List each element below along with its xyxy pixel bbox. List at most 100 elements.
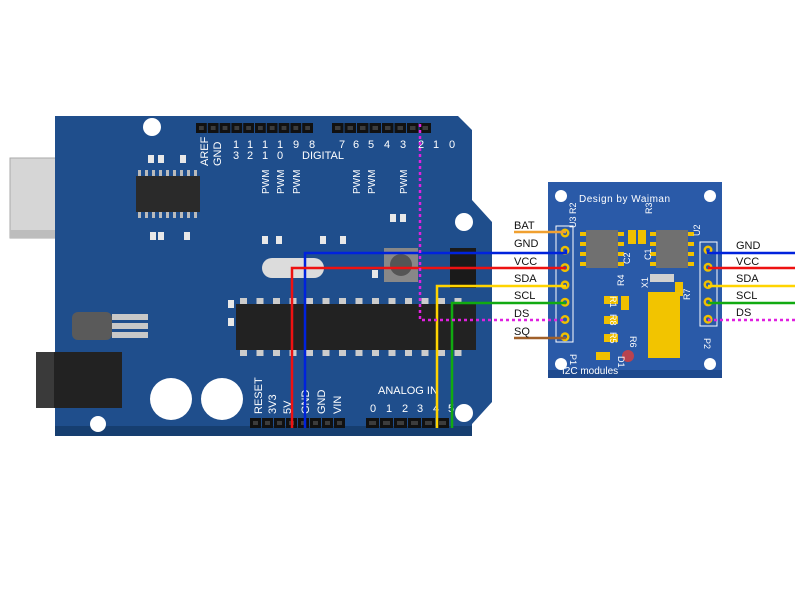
module-hole xyxy=(704,190,716,202)
battery-holder xyxy=(648,292,680,358)
digital-pin-label: 4 xyxy=(384,139,390,151)
component-label-r1: R1 xyxy=(608,296,618,308)
analog-pin-label: 1 xyxy=(386,403,392,415)
left-pin-label: VCC xyxy=(514,256,537,268)
gnd-top-label: GND xyxy=(212,142,224,167)
wire-right-gnd xyxy=(706,250,795,255)
component-label-r8: R8 xyxy=(608,314,618,326)
module-hole xyxy=(704,358,716,370)
mount-hole xyxy=(455,404,473,422)
smd-parts xyxy=(148,155,406,326)
component-label-c2: C2 xyxy=(622,252,632,264)
pwm-label: PWM xyxy=(352,170,363,194)
digital-pin-label: 1 xyxy=(277,139,283,151)
reset-button-cap xyxy=(390,254,412,276)
component-label-r7: R7 xyxy=(682,288,692,300)
capacitor xyxy=(201,378,243,420)
digital-pin-label: 5 xyxy=(368,139,374,151)
mount-hole xyxy=(455,213,473,231)
component-label-c1: C1 xyxy=(643,248,653,260)
regulator-tab xyxy=(112,314,148,320)
ic-chip-u3 xyxy=(586,230,618,268)
mount-hole xyxy=(143,118,161,136)
digital-pin-label: 0 xyxy=(277,150,283,162)
component-label-x1: X1 xyxy=(640,277,650,288)
pwm-label: PWM xyxy=(276,170,287,194)
component-label-r3: R3 xyxy=(644,202,654,214)
regulator-tab xyxy=(112,323,148,329)
digital-pin-label: 1 xyxy=(233,139,239,151)
module-hole xyxy=(555,190,567,202)
arduino-board-shade xyxy=(55,426,472,436)
power-pin-label: GND xyxy=(316,390,328,415)
p2-header-outline xyxy=(699,241,718,327)
digital-pin-label: 3 xyxy=(400,139,406,151)
right-pin-label: GND xyxy=(736,240,761,252)
component-label-d1: D1 xyxy=(616,356,626,368)
analog-pin-label: 2 xyxy=(402,403,408,415)
power-pin-label: 3V3 xyxy=(267,394,279,414)
left-pin-label: DS xyxy=(514,308,529,320)
regulator-tab xyxy=(112,332,148,338)
pwm-label: PWM xyxy=(261,170,272,194)
digital-pin-label: 1 xyxy=(262,139,268,151)
right-pin-label: SCL xyxy=(736,290,757,302)
wire-gnd xyxy=(303,250,568,428)
digital-pin-label: 7 xyxy=(339,139,345,151)
u3-label: U3 xyxy=(568,216,578,228)
wires xyxy=(290,124,795,428)
digital-pin-label: 2 xyxy=(247,150,253,162)
dc-power-jack-front xyxy=(36,352,54,408)
power-pin-label: RESET xyxy=(253,377,265,414)
p2-label: P2 xyxy=(702,338,712,349)
component-label-r4: R4 xyxy=(616,274,626,286)
p1-label: P1 xyxy=(568,354,578,365)
digital-pin-label: 1 xyxy=(247,139,253,151)
mount-hole xyxy=(90,416,106,432)
digital-pin-label: 1 xyxy=(433,139,439,151)
pwm-label: PWM xyxy=(292,170,303,194)
component-label-r6: R6 xyxy=(628,336,638,348)
digital-pin-label: 0 xyxy=(449,139,455,151)
right-pin-label: VCC xyxy=(736,256,759,268)
aref-label: AREF xyxy=(199,136,211,166)
digital-pin-label: 6 xyxy=(353,139,359,151)
left-pin-label: SQ xyxy=(514,326,530,338)
digital-pin-label: 3 xyxy=(233,150,239,162)
capacitor xyxy=(150,378,192,420)
module-header-text: Design by Waiman xyxy=(579,194,671,205)
crystal-x1 xyxy=(650,274,674,282)
left-pin-label: BAT xyxy=(514,220,535,232)
right-pin-label: DS xyxy=(736,307,751,319)
component-label-r5: R5 xyxy=(608,332,618,344)
ic-chip-pads xyxy=(580,232,694,266)
u2-label: U2 xyxy=(692,224,702,236)
analog-title: ANALOG IN xyxy=(378,385,438,397)
left-pin-label: GND xyxy=(514,238,539,250)
led-d1 xyxy=(622,350,634,362)
module-board-edge xyxy=(548,370,722,378)
voltage-regulator xyxy=(72,312,112,340)
left-pin-label: SCL xyxy=(514,290,535,302)
analog-pin-label: 3 xyxy=(417,403,423,415)
digital-title: DIGITAL xyxy=(302,150,344,162)
power-pin-label: VIN xyxy=(332,396,344,414)
usb-chip xyxy=(136,170,200,218)
digital-pin-label: 8 xyxy=(309,139,315,151)
component-label-r2: R2 xyxy=(568,202,578,214)
digital-pin-label: 9 xyxy=(293,139,299,151)
digital-pin-label: 1 xyxy=(262,150,268,162)
wire-scl xyxy=(450,301,566,428)
pwm-label: PWM xyxy=(399,170,410,194)
wire-sda xyxy=(435,284,566,428)
pwm-label: PWM xyxy=(367,170,378,194)
module-board xyxy=(548,182,722,378)
module-hole xyxy=(555,358,567,370)
left-pin-label: SDA xyxy=(514,273,537,285)
